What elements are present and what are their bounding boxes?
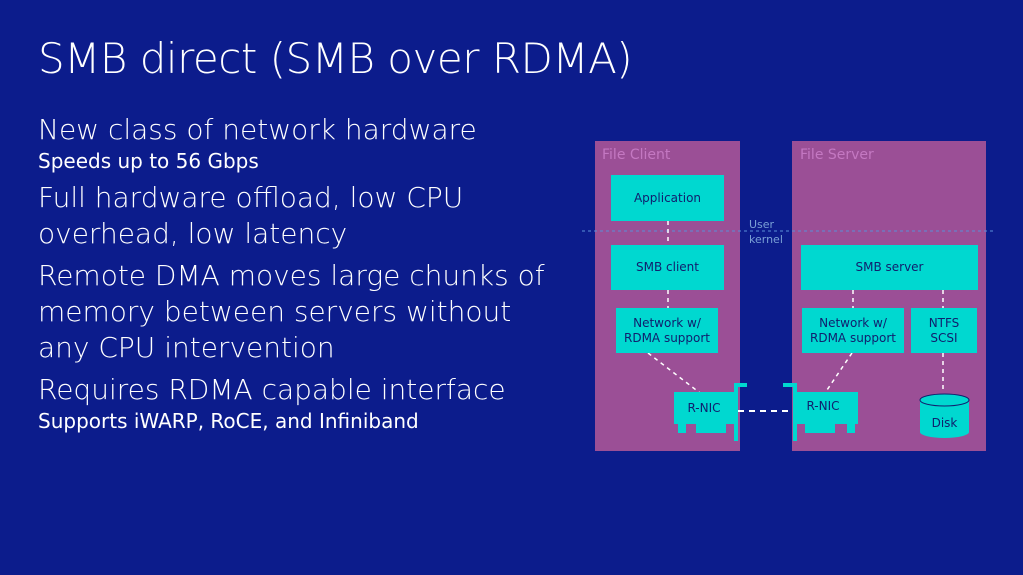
file-server-label: File Server [800, 147, 874, 163]
rnic-server-card [783, 383, 858, 441]
rnic-client-label: R-NIC [687, 400, 721, 415]
bullet-1: New class of network hardware [38, 113, 477, 146]
slide-title: SMB direct (SMB over RDMA) [38, 34, 633, 83]
user-label: User [749, 218, 775, 231]
smb-client-box: SMB client [611, 245, 724, 290]
kernel-label: kernel [749, 233, 783, 246]
network-server-box: Network w/ RDMA support [802, 308, 904, 353]
application-box: Application [611, 175, 724, 221]
sub-bullet-1: Speeds up to 56 Gbps [38, 149, 259, 173]
rnic-server-label: R-NIC [806, 398, 840, 413]
bullet-2: Full hardware offload, low CPU overhead,… [38, 181, 464, 250]
rnic-client-card [674, 383, 747, 441]
bullet-4: Requires RDMA capable interface [38, 373, 506, 406]
bullet-3: Remote DMA moves large chunks of memory … [38, 259, 545, 364]
file-client-label: File Client [602, 147, 671, 163]
ntfs-scsi-box: NTFS SCSI [911, 308, 977, 353]
network-client-box: Network w/ RDMA support [616, 308, 718, 353]
sub-bullet-4: Supports iWARP, RoCE, and Infiniband [38, 409, 419, 433]
disk-icon [919, 393, 970, 438]
smb-server-box: SMB server [801, 245, 978, 290]
bullet-list: New class of network hardware Speeds up … [38, 112, 558, 438]
disk-label: Disk [931, 415, 958, 430]
